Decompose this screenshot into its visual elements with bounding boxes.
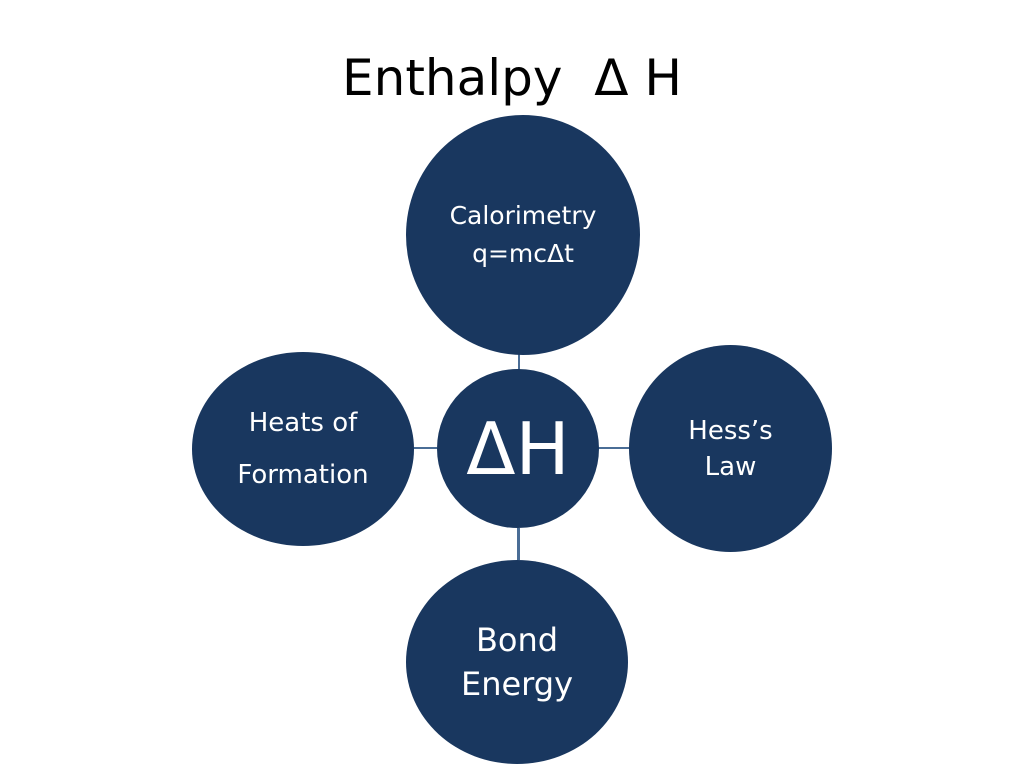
- node-bond-energy-line-1: Bond: [475, 621, 559, 659]
- node-bond-energy-line-2: Energy: [460, 665, 574, 703]
- node-calorimetry-line-1: Calorimetry: [449, 201, 597, 230]
- node-center-label: ΔH: [466, 406, 570, 491]
- node-calorimetry-line-2: q=mcΔt: [472, 239, 574, 268]
- node-hess-law-line-1: Hess’s: [688, 415, 773, 446]
- node-bond-energy: Bond Energy: [406, 560, 628, 764]
- node-calorimetry: Calorimetry q=mcΔt: [406, 115, 640, 355]
- node-heats-of-formation-line-2: Formation: [237, 460, 369, 490]
- node-heats-of-formation-line-1: Heats of: [248, 408, 358, 438]
- connector-right: [598, 447, 629, 449]
- connector-bottom: [517, 528, 520, 560]
- node-heats-of-formation: Heats of Formation: [192, 352, 414, 546]
- node-hess-law-line-2: Law: [704, 451, 757, 482]
- connector-top: [518, 354, 520, 370]
- connector-left: [412, 447, 437, 449]
- node-center-delta-h: ΔH: [437, 369, 599, 528]
- node-hess-law: Hess’s Law: [629, 345, 832, 552]
- slide-title: Enthalpy Δ H: [342, 49, 682, 107]
